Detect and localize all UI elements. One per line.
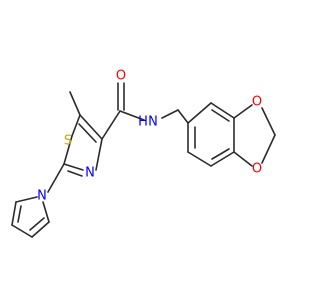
bond-ring-o-top xyxy=(233,104,253,119)
bond-pyr-2 xyxy=(31,221,50,238)
bond-bz-4-double xyxy=(211,148,230,160)
bond-pyr-2-double xyxy=(29,217,45,231)
bond-n-ch2 xyxy=(161,109,179,119)
atom-hydrogen-amide: H xyxy=(138,115,148,130)
atom-nitrogen-pyrrole: N xyxy=(37,189,47,204)
bond-c4-carbonyl xyxy=(101,110,121,140)
bond-c2-n3-double xyxy=(67,170,83,177)
molecule-structure: O N H S N N O O xyxy=(11,69,276,238)
atom-oxygen-dioxole-top: O xyxy=(252,95,262,110)
bond-c2-npyrrole xyxy=(47,163,65,193)
bond-pyr-5 xyxy=(15,196,38,203)
bond-bz-2 xyxy=(210,102,235,119)
bond-methyl xyxy=(69,91,81,116)
bond-bz-1 xyxy=(187,102,212,124)
bond-bz-5 xyxy=(187,151,212,167)
bond-carbonyl-n xyxy=(119,110,145,121)
bond-c4-c5 xyxy=(79,114,103,140)
atom-oxygen-carbonyl: O xyxy=(116,69,126,84)
bond-pyr-4 xyxy=(11,201,17,226)
atom-sulfur: S xyxy=(64,134,72,149)
bond-pyr-1 xyxy=(42,201,50,223)
bond-bz-2-double xyxy=(211,109,230,122)
atom-oxygen-dioxole-bottom: O xyxy=(252,162,262,177)
atom-nitrogen-thiazole: N xyxy=(85,166,95,181)
atom-nitrogen-amide: N xyxy=(148,115,158,130)
bond-c5-s xyxy=(71,114,81,137)
bond-n3-c4 xyxy=(95,138,103,171)
bond-o-ch2-top xyxy=(261,107,276,136)
bond-ring-o-bottom xyxy=(233,151,253,167)
atom-label-layer: O N H S N N O O xyxy=(37,69,262,204)
bond-pyr-3 xyxy=(11,224,33,238)
bond-ch2-ring xyxy=(177,109,189,124)
bond-c4-c5-double xyxy=(78,123,97,143)
bond-pyr-4-double xyxy=(17,205,22,223)
bond-o-ch2-bottom xyxy=(261,134,276,164)
bond-layer xyxy=(11,82,276,238)
bond-bz-4 xyxy=(210,151,235,167)
bond-s-c2 xyxy=(63,135,73,165)
bond-c2-n3 xyxy=(63,163,84,171)
